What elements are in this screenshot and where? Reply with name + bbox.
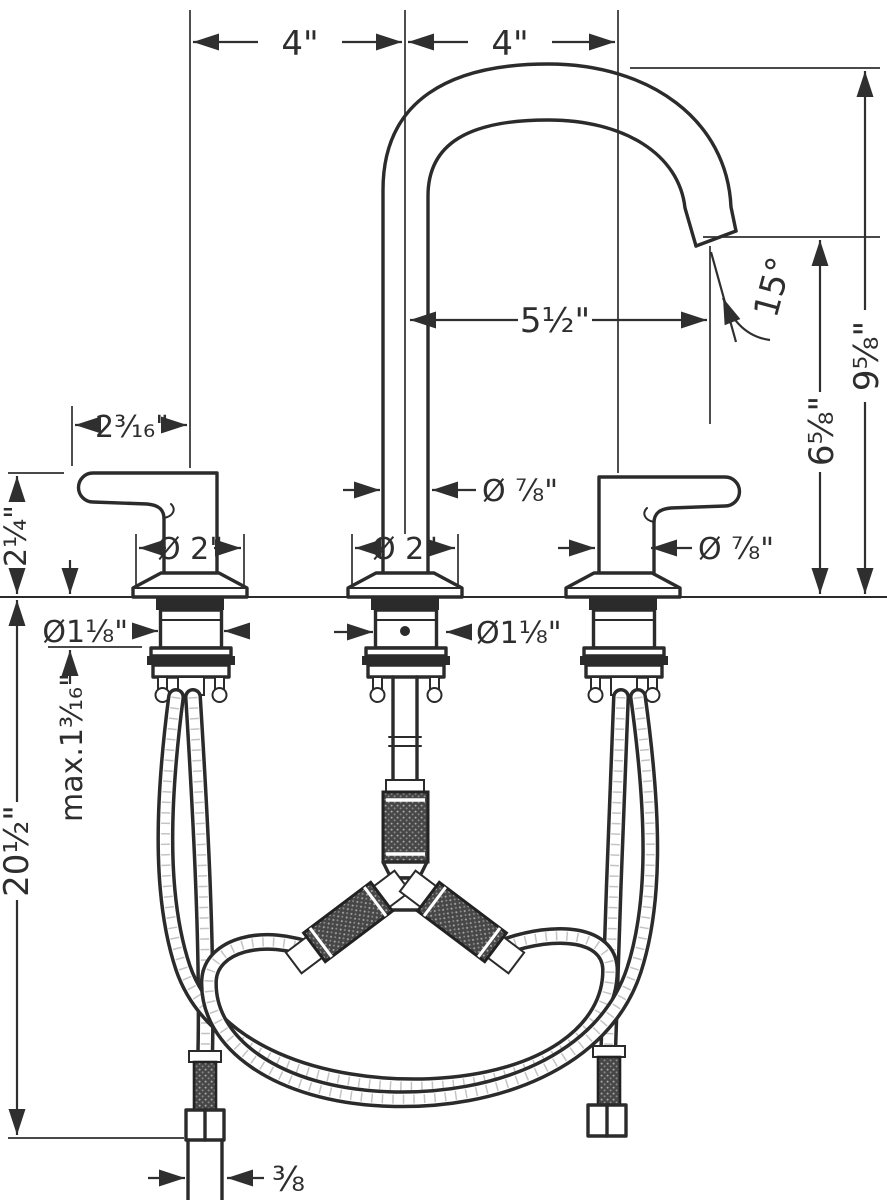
dim-spacing-left-label: 4" xyxy=(281,24,318,64)
dim-hose-length-label: 20½" xyxy=(0,805,37,897)
dim-outlet-height-label: 6⅝" xyxy=(802,396,842,466)
right-hose-crimp xyxy=(596,1055,622,1107)
center-spout-base xyxy=(346,571,464,912)
dimension-annotations: 4" 4" 2³⁄₁₆" 2¼" 20½" max.1³⁄₁₆" Ø1⅛" Ø1… xyxy=(0,10,887,1200)
supply-hose-ends xyxy=(184,1045,628,1200)
spout-outlet-face xyxy=(694,229,738,248)
right-handle-valve xyxy=(564,475,742,703)
dim-shank-left-label: Ø1⅛" xyxy=(42,615,128,650)
tee-hose-connectors xyxy=(284,869,526,975)
spout-inner-outline xyxy=(426,118,698,578)
check-valve-connector xyxy=(381,790,430,864)
flexible-hoses xyxy=(156,688,660,1109)
right-handle-lever xyxy=(597,475,742,577)
dim-spout-pipe-label: Ø ⅞" xyxy=(482,474,558,509)
left-escutcheon xyxy=(131,571,249,599)
dim-handle-height-label: 2¼" xyxy=(0,505,34,567)
dim-escutcheon-center-label: Ø 2" xyxy=(372,532,438,567)
left-handle-valve xyxy=(76,471,249,703)
dim-handle-stem-label: Ø ⅞" xyxy=(698,532,774,567)
center-escutcheon xyxy=(346,571,464,599)
dim-supply-thread-label: ⅜ xyxy=(272,1160,305,1200)
set-screw xyxy=(400,626,410,636)
spout-outer-outline xyxy=(381,62,738,578)
dim-spout-angle-label: 15° xyxy=(746,253,800,322)
dim-spout-reach-label: 5½" xyxy=(520,301,590,341)
dim-shank-center-label: Ø1⅛" xyxy=(476,616,562,651)
dim-total-height-label: 9⅝" xyxy=(847,321,887,391)
right-escutcheon xyxy=(564,571,682,599)
dim-spacing-right-label: 4" xyxy=(491,24,528,64)
dim-handle-reach-label: 2³⁄₁₆" xyxy=(95,410,169,445)
left-hose-crimp xyxy=(192,1060,218,1112)
gooseneck-spout xyxy=(381,62,738,578)
dim-max-deck-thickness-label: max.1³⁄₁₆" xyxy=(55,673,90,822)
left-handle-lever xyxy=(76,471,219,577)
dim-escutcheon-left-label: Ø 2" xyxy=(157,532,223,567)
